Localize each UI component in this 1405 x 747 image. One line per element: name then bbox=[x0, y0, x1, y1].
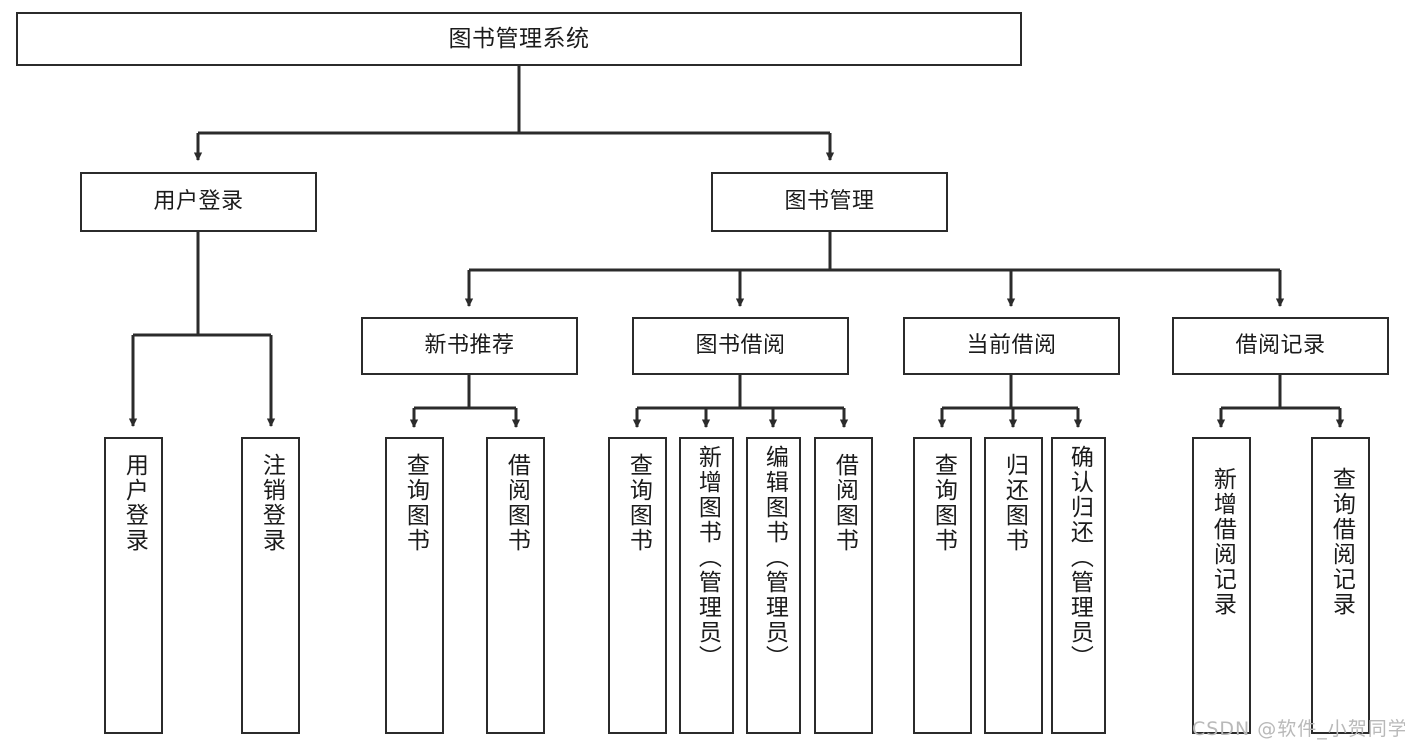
node-leaf-user-login[interactable]: 用户登录 bbox=[104, 437, 163, 734]
node-leaf-add-record-label: 新增借阅记录 bbox=[1209, 467, 1236, 617]
node-leaf-query-book-2-label: 查询图书 bbox=[625, 453, 652, 553]
watermark: CSDN @软件_小贺同学 bbox=[1192, 718, 1405, 740]
node-leaf-query-record-label: 查询借阅记录 bbox=[1328, 467, 1355, 617]
node-leaf-user-login-label: 用户登录 bbox=[121, 453, 148, 553]
node-leaf-query-book-2[interactable]: 查询图书 bbox=[608, 437, 667, 734]
node-borrow-record-label: 借阅记录 bbox=[1235, 333, 1326, 359]
node-current-borrow-label: 当前借阅 bbox=[966, 333, 1057, 359]
node-user-login-label: 用户登录 bbox=[153, 189, 244, 215]
node-leaf-confirm-return-label: 确认归还（管理员） bbox=[1066, 445, 1093, 670]
node-leaf-return-book-label: 归还图书 bbox=[1001, 453, 1028, 553]
node-book-manage[interactable]: 图书管理 bbox=[711, 172, 948, 232]
node-leaf-user-logout-label: 注销登录 bbox=[258, 453, 285, 553]
node-leaf-return-book[interactable]: 归还图书 bbox=[984, 437, 1043, 734]
node-leaf-confirm-return[interactable]: 确认归还（管理员） bbox=[1051, 437, 1106, 734]
node-leaf-add-book[interactable]: 新增图书（管理员） bbox=[679, 437, 734, 734]
node-new-book-recommend-label: 新书推荐 bbox=[424, 333, 515, 359]
node-current-borrow[interactable]: 当前借阅 bbox=[903, 317, 1120, 375]
node-leaf-add-book-label: 新增图书（管理员） bbox=[694, 445, 721, 670]
node-book-borrow[interactable]: 图书借阅 bbox=[632, 317, 849, 375]
node-leaf-borrow-book-2-label: 借阅图书 bbox=[831, 453, 858, 553]
node-root-label: 图书管理系统 bbox=[448, 25, 590, 52]
node-new-book-recommend[interactable]: 新书推荐 bbox=[361, 317, 578, 375]
node-leaf-query-book-3-label: 查询图书 bbox=[930, 453, 957, 553]
node-leaf-query-book-1-label: 查询图书 bbox=[402, 453, 429, 553]
node-borrow-record[interactable]: 借阅记录 bbox=[1172, 317, 1389, 375]
node-root[interactable]: 图书管理系统 bbox=[16, 12, 1022, 66]
node-leaf-borrow-book-1[interactable]: 借阅图书 bbox=[486, 437, 545, 734]
node-leaf-add-record[interactable]: 新增借阅记录 bbox=[1192, 437, 1251, 734]
node-leaf-query-book-1[interactable]: 查询图书 bbox=[385, 437, 444, 734]
node-leaf-borrow-book-1-label: 借阅图书 bbox=[503, 453, 530, 553]
node-leaf-borrow-book-2[interactable]: 借阅图书 bbox=[814, 437, 873, 734]
node-leaf-user-logout[interactable]: 注销登录 bbox=[241, 437, 300, 734]
node-leaf-edit-book[interactable]: 编辑图书（管理员） bbox=[746, 437, 801, 734]
node-leaf-query-record[interactable]: 查询借阅记录 bbox=[1311, 437, 1370, 734]
node-book-manage-label: 图书管理 bbox=[784, 189, 875, 215]
node-leaf-query-book-3[interactable]: 查询图书 bbox=[913, 437, 972, 734]
node-leaf-edit-book-label: 编辑图书（管理员） bbox=[761, 445, 788, 670]
node-user-login[interactable]: 用户登录 bbox=[80, 172, 317, 232]
node-book-borrow-label: 图书借阅 bbox=[695, 333, 786, 359]
